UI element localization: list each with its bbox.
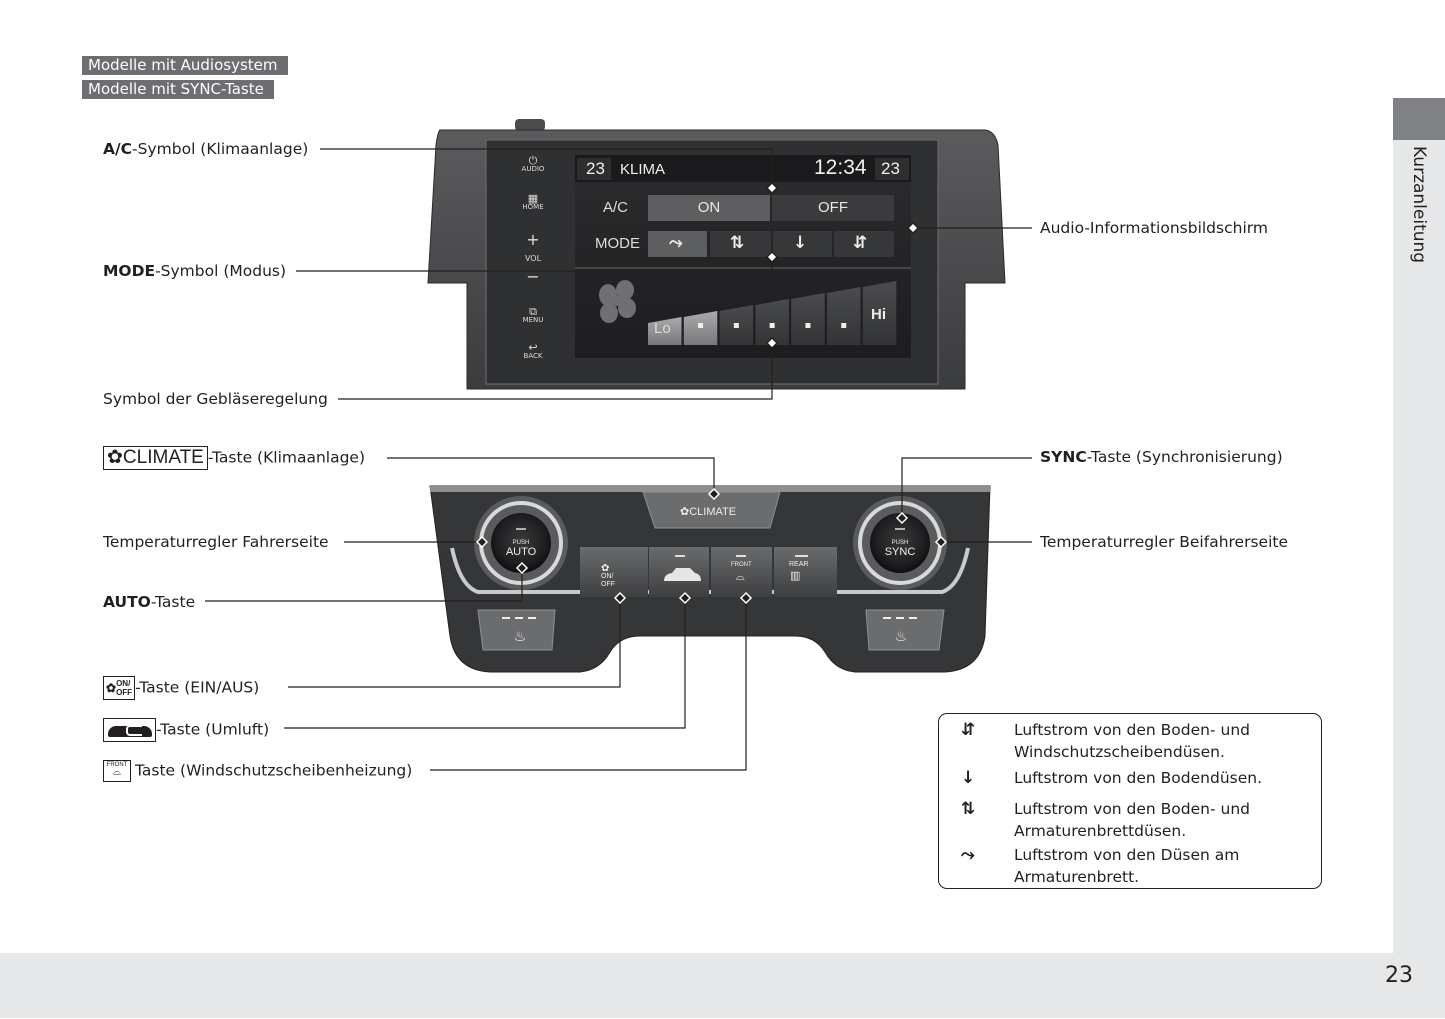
onoff-button bbox=[580, 547, 648, 597]
fan-icon bbox=[599, 280, 636, 323]
ac-on-button bbox=[648, 195, 770, 221]
mode-button-floor-windshield bbox=[834, 231, 894, 257]
rear-defrost-button bbox=[774, 547, 837, 597]
ac-off-button bbox=[772, 195, 894, 221]
svg-text:♨: ♨ bbox=[514, 629, 527, 645]
onoff-icon: ✿ON/OFF bbox=[103, 676, 136, 700]
floor-airflow-icon[interactable]: ↓ bbox=[793, 233, 808, 253]
svg-text:♨: ♨ bbox=[895, 629, 908, 645]
climate-control-panel: ♨ ♨ bbox=[429, 485, 991, 673]
fan-speed-bar[interactable] bbox=[827, 287, 861, 345]
callout-recirc-button: -Taste (Umluft) bbox=[103, 718, 269, 742]
callout-climate-button: ✿CLIMATE-Taste (Klimaanlage) bbox=[103, 446, 365, 470]
mode-label: MODE bbox=[595, 235, 640, 252]
windshield-defrost-icon: ⌓ bbox=[736, 570, 745, 583]
sync-knob bbox=[870, 513, 930, 573]
mode-button-floor-dashboard bbox=[710, 231, 771, 257]
callout-audio-screen: Audio-Informationsbildschirm bbox=[1040, 219, 1268, 237]
seat-heater-driver bbox=[477, 609, 556, 651]
floor-windshield-airflow-icon: ⇵ bbox=[961, 720, 976, 740]
callout-ac-symbol: A/C-Symbol (Klimaanlage) bbox=[103, 140, 309, 158]
recirculation-icon bbox=[103, 718, 156, 742]
side-tab[interactable] bbox=[1393, 98, 1445, 953]
fan-icon: ✿ bbox=[601, 563, 610, 574]
model-tag-sync: Modelle mit SYNC-Taste bbox=[82, 80, 274, 99]
fan-high-label: Hi bbox=[871, 306, 886, 323]
seat-heater-passenger bbox=[865, 609, 945, 651]
rear-defrost-icon: ▥ bbox=[790, 569, 801, 582]
dashboard-airflow-icon: ⤳ bbox=[961, 845, 975, 865]
back-arrow-icon: ↩ bbox=[528, 341, 538, 354]
home-grid-icon: ▦ bbox=[527, 192, 539, 205]
fan-speed-bar[interactable] bbox=[862, 281, 897, 345]
volume-label: VOL bbox=[524, 254, 542, 263]
sync-button[interactable]: PUSH SYNC bbox=[884, 540, 916, 558]
fan-level-dot bbox=[805, 323, 811, 328]
floor-dashboard-airflow-icon[interactable]: ⇅ bbox=[730, 233, 745, 253]
menu-button[interactable]: ⧉MENU bbox=[510, 305, 556, 344]
page-footer bbox=[0, 953, 1445, 1018]
mode-button-dashboard bbox=[648, 231, 707, 257]
auto-knob bbox=[491, 513, 551, 573]
fan-icon: ✿ bbox=[680, 506, 690, 518]
ac-off-label[interactable]: OFF bbox=[818, 199, 848, 216]
climate-button-icon: ✿CLIMATE bbox=[103, 446, 208, 470]
side-tab-marker bbox=[1393, 98, 1445, 140]
climate-button-label[interactable]: ✿CLIMATE bbox=[680, 506, 737, 518]
callout-fan-symbol: Symbol der Gebläseregelung bbox=[103, 390, 328, 408]
ac-on-label[interactable]: ON bbox=[697, 199, 721, 216]
eject-button bbox=[515, 119, 545, 131]
audio-button[interactable]: ⏻AUDIO bbox=[521, 154, 545, 173]
model-tag-audio: Modelle mit Audiosystem bbox=[82, 56, 288, 75]
auto-button[interactable]: PUSH AUTO bbox=[505, 540, 537, 558]
audio-display-unit bbox=[427, 119, 1006, 390]
mode-button-floor bbox=[773, 231, 832, 257]
callout-auto-button: AUTO-Taste bbox=[103, 593, 196, 611]
floor-dashboard-airflow-icon: ⇅ bbox=[961, 799, 976, 819]
fan-level-dot bbox=[841, 323, 847, 328]
fan-level-dot bbox=[698, 323, 704, 328]
panel-markers bbox=[475, 487, 948, 605]
screen-clock: 12:34 bbox=[814, 156, 867, 179]
volume-down-button[interactable]: − bbox=[526, 267, 540, 286]
callout-temp-passenger: Temperaturregler Beifahrerseite bbox=[1040, 533, 1288, 551]
menu-icon: ⧉ bbox=[529, 305, 537, 318]
screen-temp-right: 23 bbox=[881, 159, 900, 178]
fan-icon: ✿ bbox=[107, 447, 123, 468]
screen-title: KLIMA bbox=[620, 161, 666, 178]
fan-speed-bars bbox=[648, 281, 897, 345]
fan-speed-bar[interactable] bbox=[755, 299, 789, 345]
dashboard-airflow-icon[interactable]: ⤳ bbox=[669, 233, 683, 253]
fan-level-dot bbox=[733, 323, 739, 328]
fan-level-dot bbox=[769, 323, 775, 328]
ac-label: A/C bbox=[603, 199, 629, 216]
leader-markers bbox=[766, 182, 919, 349]
home-button[interactable]: ▦HOME bbox=[510, 192, 556, 233]
floor-airflow-icon: ↓ bbox=[961, 768, 976, 788]
onoff-button-label: ✿ ON/OFF bbox=[601, 563, 615, 589]
page-number: 23 bbox=[1385, 963, 1413, 988]
back-button[interactable]: ↩BACK bbox=[510, 341, 556, 360]
screen-temp-left: 23 bbox=[586, 159, 605, 178]
callout-mode-symbol: MODE-Symbol (Modus) bbox=[103, 262, 287, 280]
front-label: FRONT bbox=[731, 562, 752, 568]
rear-label: REAR bbox=[789, 561, 809, 568]
fan-speed-bar[interactable] bbox=[648, 317, 682, 345]
climate-button bbox=[642, 491, 781, 529]
airflow-legend: ⇵ Luftstrom von den Boden- und Windschut… bbox=[938, 713, 1322, 889]
callout-sync-button: SYNC-Taste (Synchronisierung) bbox=[1040, 448, 1283, 466]
callout-onoff-button: ✿ON/OFF-Taste (EIN/AUS) bbox=[103, 676, 259, 700]
fan-low-label: Lo bbox=[654, 320, 671, 337]
screen-side-buttons: ⏻AUDIO ▦HOME + VOL − ⧉MENU ↩BACK bbox=[510, 154, 556, 360]
callout-temp-driver: Temperaturregler Fahrerseite bbox=[103, 533, 329, 551]
floor-windshield-airflow-icon[interactable]: ⇵ bbox=[853, 233, 868, 253]
fan-speed-bar[interactable] bbox=[791, 293, 825, 345]
callout-defrost-button: FRONT⌓Taste (Windschutzscheibenheizung) bbox=[103, 760, 412, 782]
front-defrost-icon: FRONT⌓ bbox=[103, 760, 131, 782]
volume-up-button[interactable]: + bbox=[526, 230, 540, 249]
